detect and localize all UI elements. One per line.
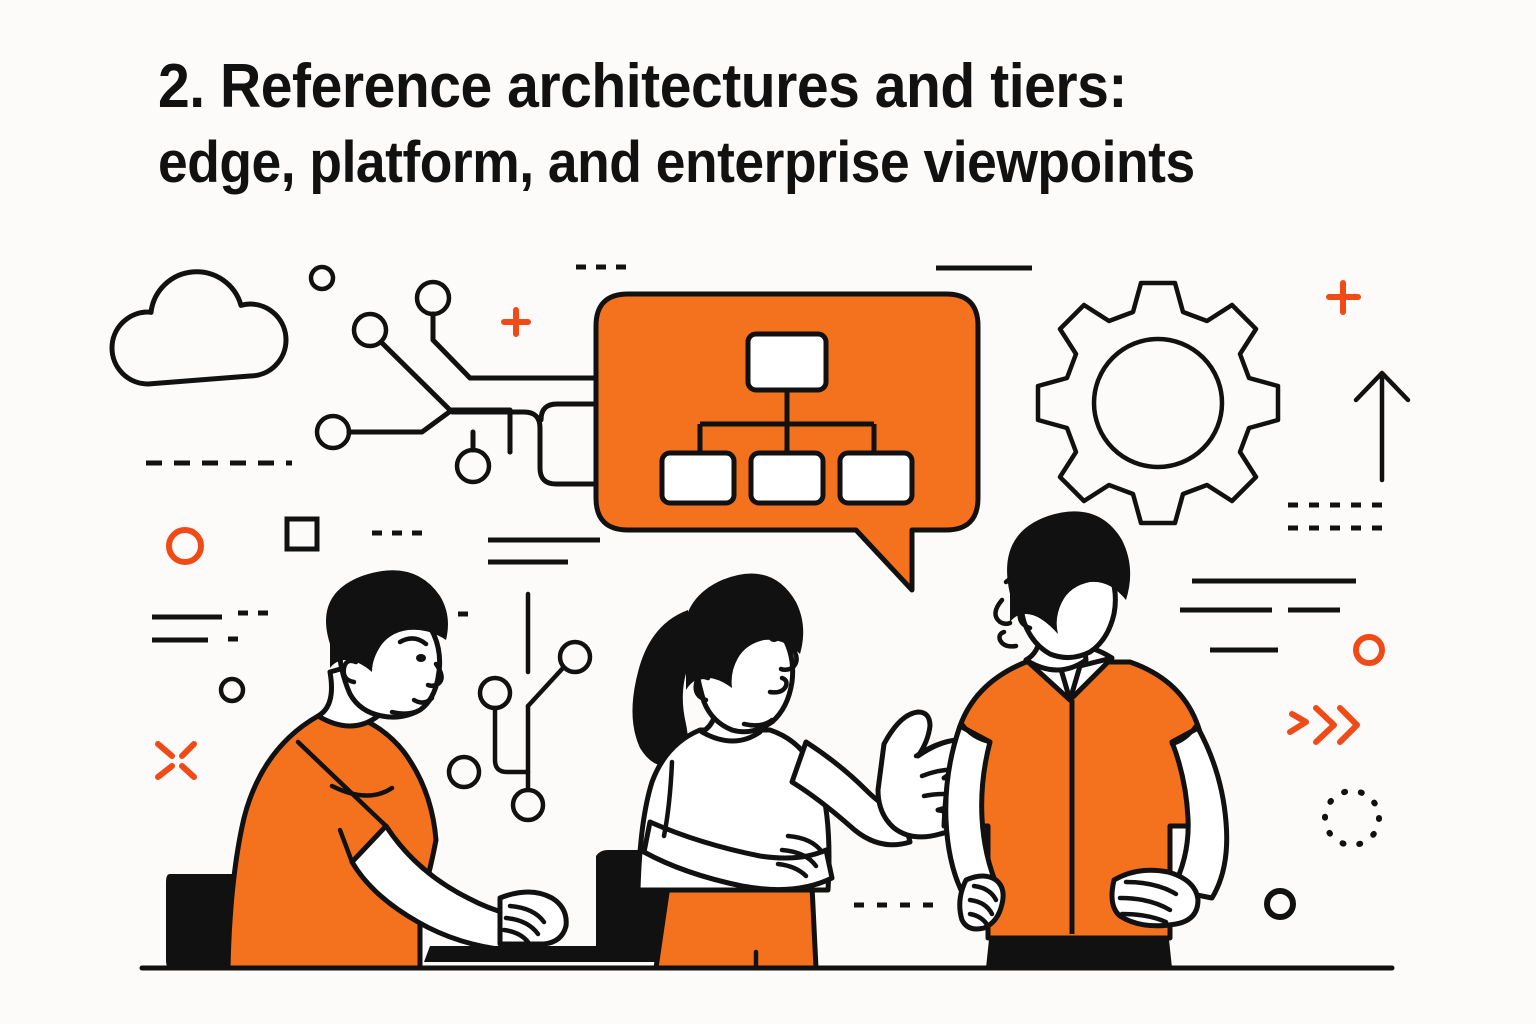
orange-tshirt bbox=[225, 711, 439, 968]
diagram-node-root bbox=[745, 331, 829, 393]
hair bbox=[1007, 511, 1131, 634]
orange-circle-outline bbox=[166, 527, 204, 565]
page-title: 2. Reference architectures and tiers: ed… bbox=[158, 48, 1388, 200]
cloud-icon bbox=[109, 269, 289, 387]
hair-ponytail bbox=[632, 610, 690, 766]
chair bbox=[166, 874, 232, 968]
circuit-traces-lower bbox=[446, 591, 593, 823]
speech-bubble bbox=[593, 291, 981, 593]
sparkle-x-mark bbox=[155, 741, 197, 780]
dotted-circle bbox=[1322, 788, 1382, 848]
gear-icon bbox=[1035, 280, 1281, 526]
hair bbox=[682, 573, 804, 690]
figure-presenting-woman bbox=[632, 573, 980, 968]
up-arrow-icon bbox=[1353, 370, 1411, 483]
plus-mark-secondary bbox=[501, 307, 531, 337]
solid-rules bbox=[152, 265, 1356, 653]
gesture-arm bbox=[789, 739, 913, 848]
figure-seated-developer bbox=[166, 570, 724, 968]
black-circle-outline-lower-right bbox=[1264, 888, 1296, 920]
background-decorations bbox=[109, 264, 1411, 920]
black-circle-outline bbox=[218, 676, 246, 704]
diagram-node-center bbox=[748, 450, 826, 506]
figure-listening-man bbox=[941, 511, 1230, 968]
plus-mark bbox=[1326, 280, 1361, 315]
circuit-traces bbox=[308, 264, 599, 487]
orange-skirt bbox=[653, 883, 819, 968]
orange-circle-outline-right bbox=[1353, 634, 1385, 666]
hair bbox=[326, 570, 448, 672]
hierarchy-diagram bbox=[659, 331, 915, 506]
diagram-node-right bbox=[837, 450, 915, 506]
crossed-arm bbox=[641, 819, 835, 893]
square-outline bbox=[284, 516, 320, 552]
title-line-2: edge, platform, and enterprise viewpoint… bbox=[158, 130, 1195, 195]
diagram-node-left bbox=[659, 450, 737, 506]
title-line-1: 2. Reference architectures and tiers: bbox=[158, 52, 1127, 121]
chevrons-mark bbox=[1287, 705, 1360, 745]
